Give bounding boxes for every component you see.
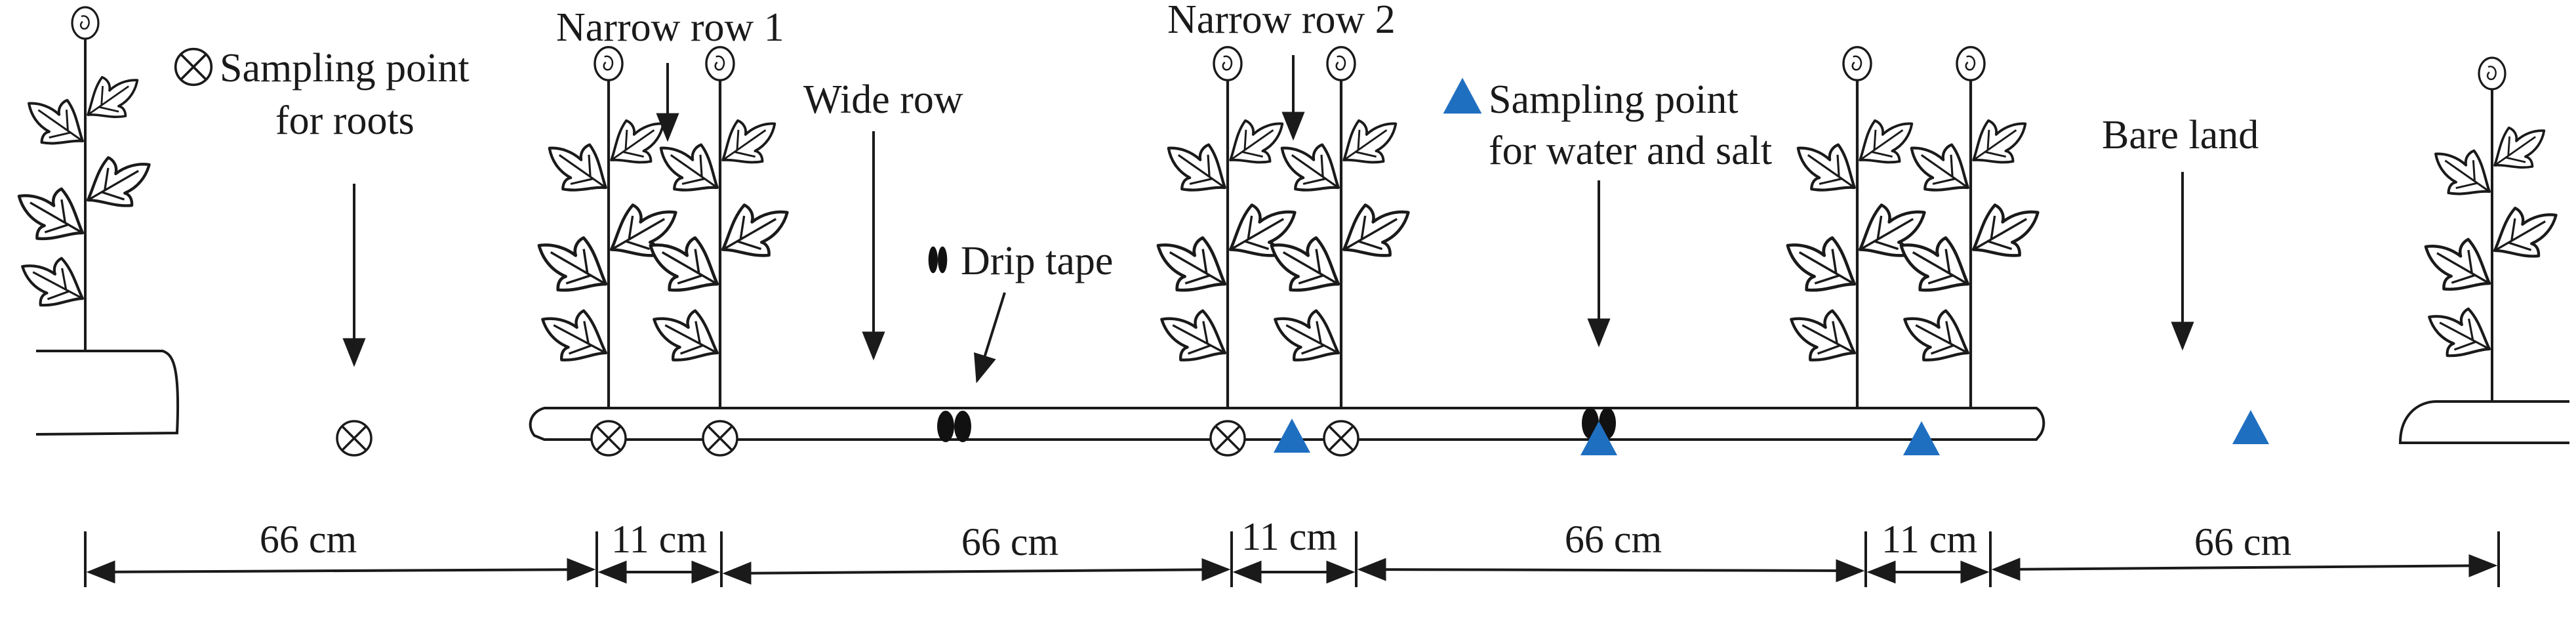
circled-x-icon [702,420,738,457]
dimension-label: 11 cm [1241,515,1337,558]
dimension-label: 66 cm [1565,518,1662,561]
circled-x-icon [336,420,372,457]
pointer-arrows [342,55,2194,384]
narrow-row-2-label: Narrow row 2 [1167,0,1396,42]
water-salt-sampling-label: Sampling point [1489,77,1739,122]
ground-left [35,350,180,436]
dimension-label: 11 cm [611,518,707,561]
drip-tape-label: Drip tape [961,239,1113,283]
cotton-plant-icon [525,47,690,408]
dimension-label: 66 cm [2194,520,2291,564]
circled-x-icon [1323,420,1359,457]
blue-triangle-icon [2232,410,2269,444]
water-salt-sampling-label-2: for water and salt [1489,129,1772,173]
circled-x-icon [174,47,213,87]
dimension-label: 66 cm [260,518,357,561]
drip-tape-legend-icon [928,246,948,274]
cotton-plant-icon [2412,58,2569,402]
dimension-line: 66 cm 11 cm 66 cm 11 cm 66 cm 11 cm 66 c… [84,515,2500,587]
dimension-label: 66 cm [961,520,1058,564]
blue-triangle-legend-icon [1443,77,1482,114]
drip-tape-icon [937,411,971,442]
blue-triangle-icon [1274,419,1310,453]
cotton-plant-icon [5,7,163,351]
cotton-plant-icon [1144,47,1309,408]
circled-x-icon [1209,420,1246,457]
circled-x-icon [590,420,627,457]
mulch-bed [529,407,2045,441]
bare-land-label: Bare land [2102,113,2259,157]
root-sampling-label: Sampling point [220,46,470,91]
cotton-plant-icon [1773,47,1939,408]
dimension-label: 11 cm [1882,518,1977,561]
root-sampling-label-2: for roots [275,98,414,143]
wide-row-label: Wide row [803,77,963,122]
narrow-row-1-label: Narrow row 1 [556,5,784,50]
ground-right [2398,400,2569,444]
